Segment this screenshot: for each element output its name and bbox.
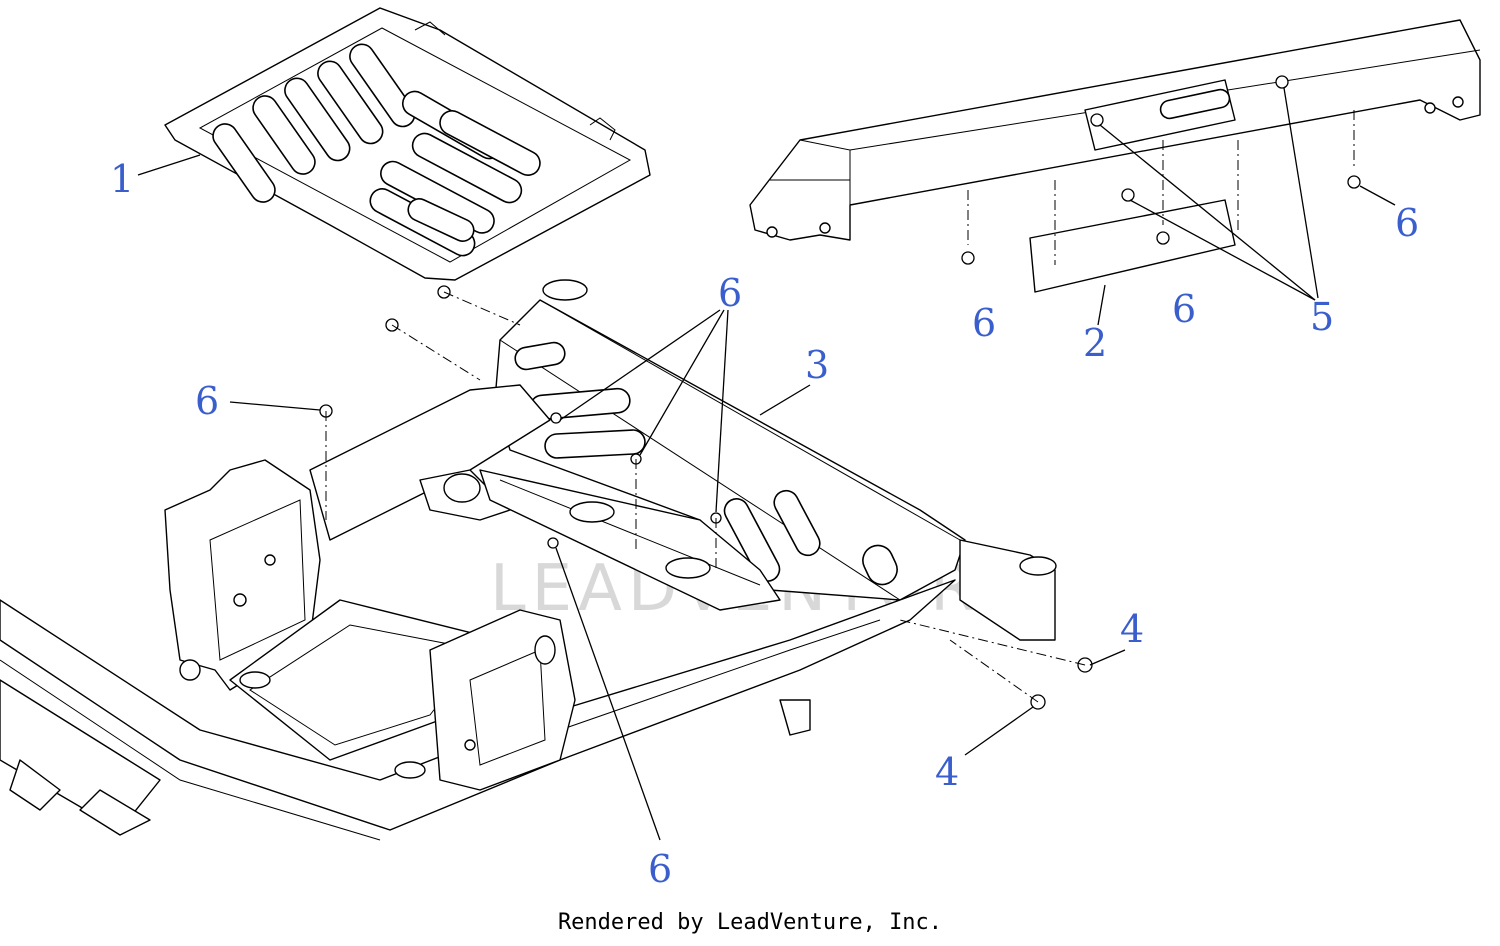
callout-6-left: 6	[195, 379, 219, 423]
callout-6-rear-right: 6	[1395, 201, 1419, 245]
callout-6-rear-center: 6	[1172, 287, 1196, 331]
callout-6-bottom: 6	[648, 847, 672, 891]
callout-2: 2	[1083, 321, 1107, 365]
left-bracket	[164, 459, 321, 691]
leader-lines	[137, 87, 1396, 841]
callout-5: 5	[1310, 295, 1334, 339]
callout-6-rear-left: 6	[972, 301, 996, 345]
callout-4-lower: 4	[935, 750, 959, 794]
part-floor-pan	[164, 7, 651, 281]
fasteners	[319, 75, 1361, 710]
floor-pan-slots	[212, 43, 541, 257]
callout-3: 3	[805, 343, 829, 387]
chassis-frame	[0, 384, 1057, 841]
callout-1: 1	[110, 157, 134, 201]
center-cover-slots	[514, 341, 898, 586]
assembly-lines	[325, 110, 1355, 703]
callout-4-upper: 4	[1120, 607, 1144, 651]
callout-labels: 1 2 3 4 4 5 6 6 6 6 6 6	[110, 157, 1419, 891]
center-tray	[229, 599, 501, 779]
render-credit: Rendered by LeadVenture, Inc.	[557, 910, 943, 935]
right-bracket	[429, 609, 576, 791]
callout-6-center: 6	[718, 271, 742, 315]
part-rear-cover	[749, 19, 1481, 293]
